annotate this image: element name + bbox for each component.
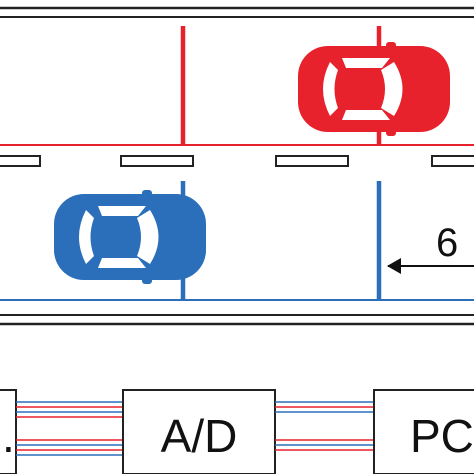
lane-dash [0, 155, 41, 167]
arrow-head-icon [387, 258, 401, 274]
converter-label: A/D [161, 410, 238, 462]
red-car [298, 42, 450, 136]
distance-marker: 6 [387, 221, 474, 274]
lane-dash [120, 155, 194, 167]
blue-car [54, 190, 206, 284]
computer-label: PC [410, 410, 474, 462]
converter-block [122, 389, 276, 474]
left-partial-block [0, 389, 17, 474]
lane-dash [431, 155, 474, 167]
lane-divider [0, 155, 474, 167]
distance-label: 6 [436, 221, 458, 265]
wires-to-computer [275, 401, 374, 451]
lane-dash [275, 155, 349, 167]
wires-to-converter [16, 401, 123, 456]
left-partial-label: . [2, 410, 15, 462]
computer-block [373, 389, 474, 474]
road [0, 6, 474, 326]
processing-chain: . A/D PC [0, 389, 474, 474]
